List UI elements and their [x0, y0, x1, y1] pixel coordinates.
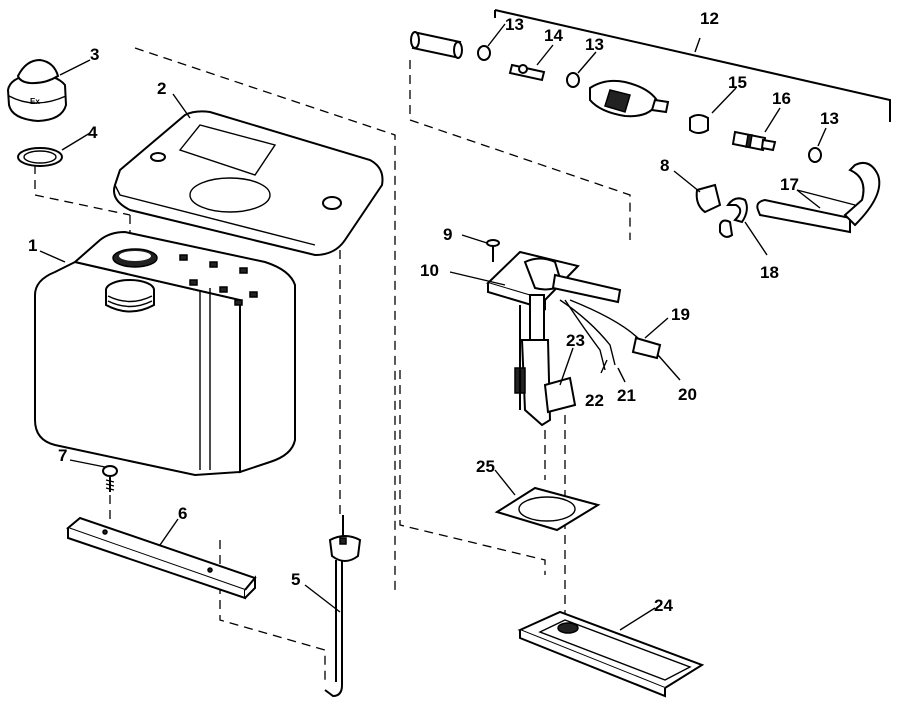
callout-1: 1: [28, 236, 37, 255]
mounting-bracket: [66, 516, 257, 600]
fuel-hose: [756, 162, 881, 234]
callout-3: 3: [90, 45, 99, 64]
callout-13-a: 13: [505, 15, 524, 34]
callout-15: 15: [728, 73, 747, 92]
fuel-tank: [34, 230, 296, 477]
primer-bulb: [589, 79, 670, 118]
callout-22: 22: [585, 391, 604, 410]
cap-gasket-inner: [23, 150, 57, 164]
callout-6: 6: [178, 504, 187, 523]
connector-fitting: [508, 63, 546, 82]
callout-19: 19: [671, 305, 690, 324]
fuel-gauge: [324, 515, 362, 698]
callout-12: 12: [700, 9, 719, 28]
pickup-gasket: [494, 486, 601, 532]
callout-14: 14: [544, 26, 563, 45]
callout-23: 23: [566, 331, 585, 350]
callout-20: 20: [678, 385, 697, 404]
callout-13-c: 13: [820, 109, 839, 128]
callout-21: 21: [617, 386, 636, 405]
callout-25: 25: [476, 457, 495, 476]
callout-24: 24: [654, 596, 673, 615]
hose-clip-8: [695, 183, 722, 214]
hose-clamp-13a: [477, 45, 491, 61]
sender-plate: [517, 610, 705, 698]
hose-clamp-18: [719, 197, 748, 238]
hose-clamp-13b: [566, 72, 580, 88]
filler-cap: Ex: [6, 58, 68, 123]
check-valve: [689, 114, 709, 134]
connector-tube: [410, 31, 463, 59]
callout-10: 10: [420, 261, 439, 280]
callout-labels: 1 2 3 4 5 6 7 8 9 10 12 13 13 13 14 15 1…: [28, 9, 839, 615]
callout-18: 18: [760, 263, 779, 282]
hose-assembly-group-line: [494, 9, 891, 122]
leader-lines: [39, 23, 856, 631]
callout-5: 5: [291, 570, 300, 589]
callout-2: 2: [157, 79, 166, 98]
callout-17: 17: [780, 175, 799, 194]
callout-8: 8: [660, 156, 669, 175]
hose-clamp-13c: [808, 147, 822, 163]
cap-lettering: Ex: [30, 97, 40, 106]
adapter-screw: [486, 239, 500, 262]
callout-13-b: 13: [585, 35, 604, 54]
callout-9: 9: [443, 225, 452, 244]
callout-7: 7: [58, 446, 67, 465]
mounting-screw: [102, 465, 118, 492]
hose-connector-16: [731, 130, 777, 152]
callout-16: 16: [772, 89, 791, 108]
tank-cover: [113, 110, 384, 257]
fuel-pickup-adapter: [486, 250, 662, 427]
callout-4: 4: [88, 123, 98, 142]
